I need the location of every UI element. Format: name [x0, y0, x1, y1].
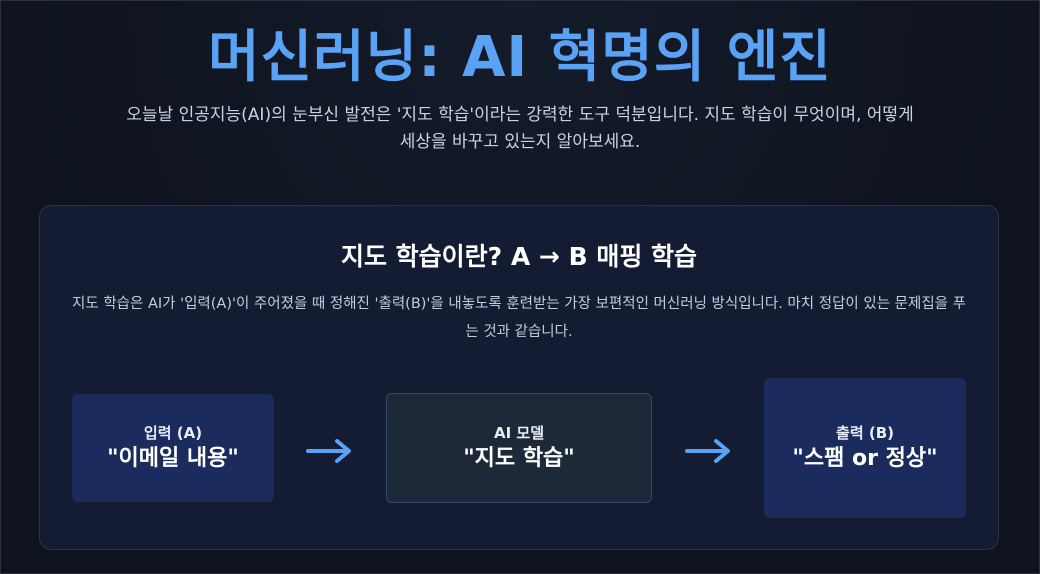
arrow-right-icon: [685, 439, 730, 463]
model-caption: AI 모델: [493, 424, 544, 442]
model-value: "지도 학습": [463, 446, 575, 471]
input-value: "이메일 내용": [107, 446, 239, 471]
input-box: 입력 (A) "이메일 내용": [72, 394, 274, 502]
output-value: "스팸 or 정상": [792, 446, 938, 471]
section-title: 지도 학습이란? A → B 매핑 학습: [340, 242, 698, 271]
input-caption: 입력 (A): [143, 424, 203, 442]
intro-text: 오늘날 인공지능(AI)의 눈부신 발전은 '지도 학습'이라는 강력한 도구 …: [126, 105, 914, 152]
model-box: AI 모델 "지도 학습": [386, 393, 652, 503]
page-title: 머신러닝: AI 혁명의 엔진: [208, 25, 832, 90]
supervised-learning-card: 지도 학습이란? A → B 매핑 학습 지도 학습은 AI가 '입력(A)'이…: [39, 205, 999, 550]
section-description: 지도 학습은 AI가 '입력(A)'이 주어졌을 때 정해진 '출력(B)'을 …: [72, 296, 966, 340]
output-caption: 출력 (B): [836, 424, 894, 442]
output-box: 출력 (B) "스팸 or 정상": [764, 378, 966, 518]
arrow-right-icon: [306, 439, 351, 463]
